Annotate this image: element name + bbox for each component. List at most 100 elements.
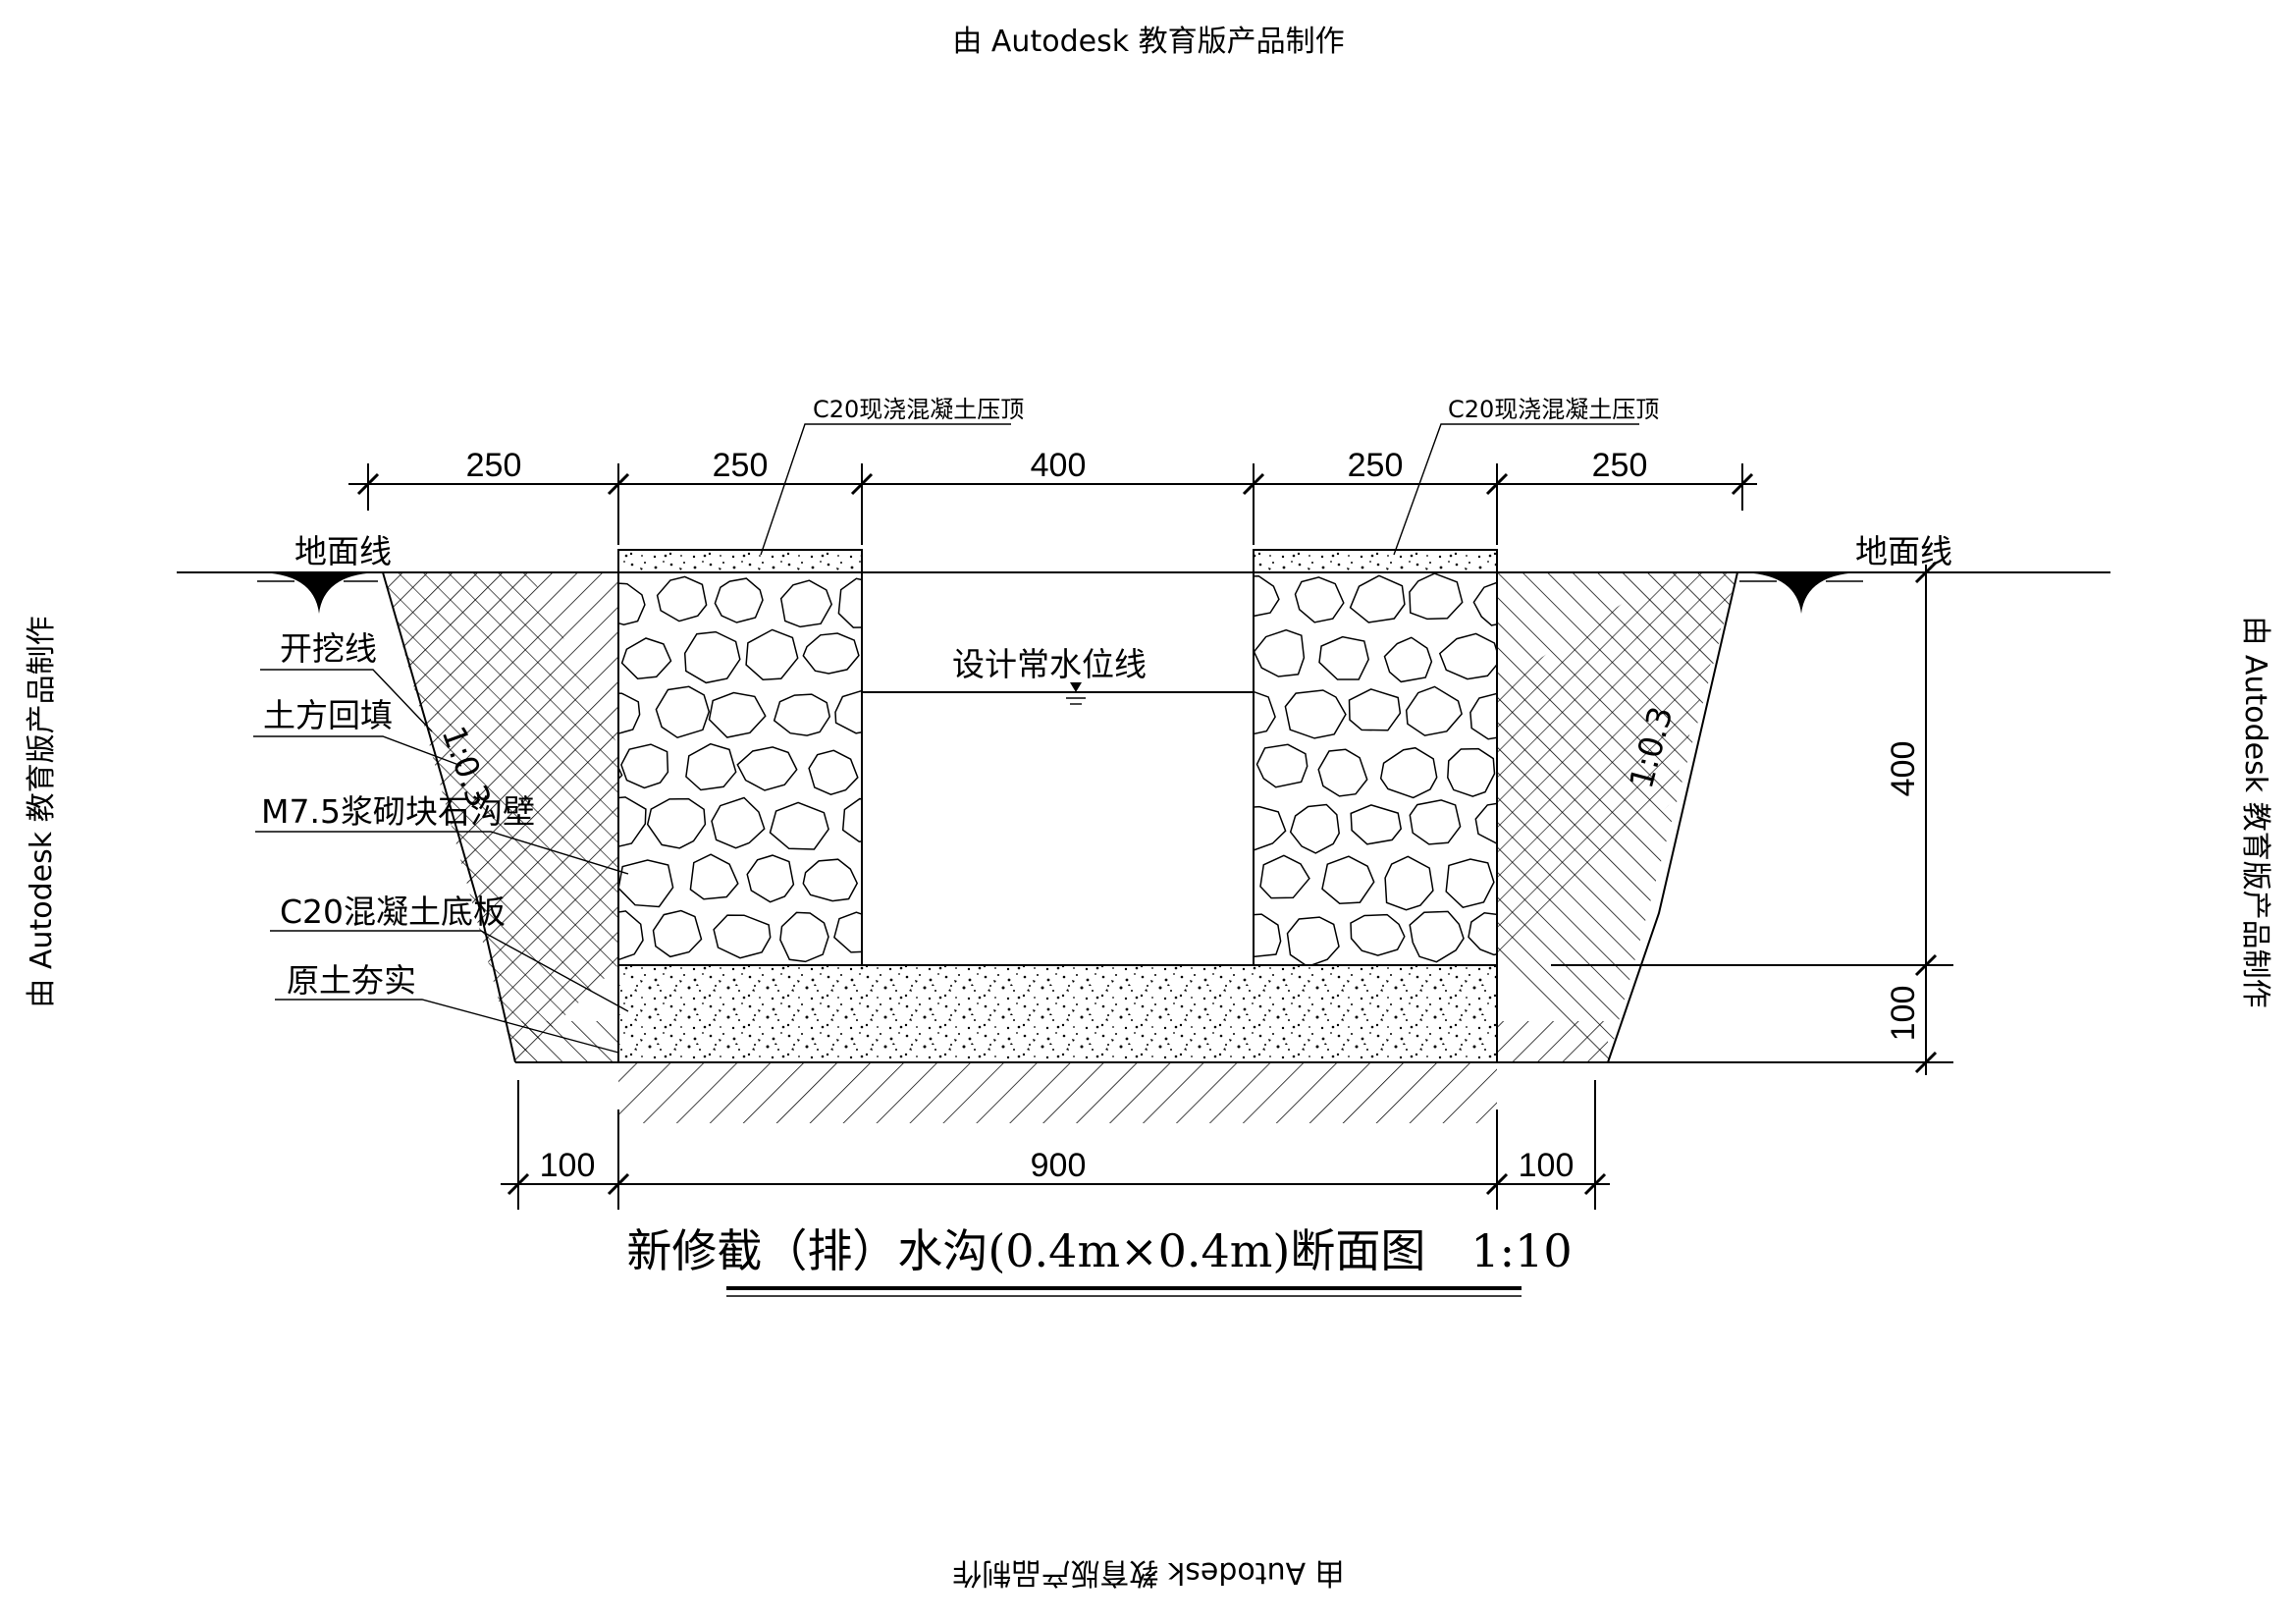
base-slab-leader [270,930,629,1012]
rubble-stone [618,692,641,734]
backfill-right [1497,571,1738,1063]
rubble-stone [1197,749,1244,793]
rubble-stone [618,796,647,847]
rubble-stone [1317,748,1368,797]
base-slab-label: C20混凝土底板 [280,893,506,931]
rubble-stone [1438,632,1497,680]
concrete-base-slab [617,964,1498,1063]
rubble-stone [1350,913,1406,956]
rubble-stone [1468,912,1497,956]
compaction-leader [275,999,619,1054]
cap-label-left: C20现浇混凝土压顶 [813,396,1024,423]
rubble-stone [1254,574,1280,618]
rubble-stone [1318,635,1369,680]
ground-symbol-left [255,572,383,614]
rubble-stone [1405,685,1463,736]
ground-line-label-left: 地面线 [294,532,392,570]
bottom-dimension [501,1080,1610,1210]
watermark-left: 由 Autodesk 教育版产品制作 [25,616,59,1007]
rubble-stone [779,911,829,963]
rubble-stone [834,689,862,734]
rubble-stone [1284,689,1347,739]
dim-top-1: 250 [466,447,522,484]
rubble-stone [802,632,860,675]
rubble-stone [1409,910,1465,963]
backfill-leader [253,735,462,767]
compacted-soil [618,1062,1497,1123]
rubble-stone [620,637,672,679]
rubble-stone [620,743,669,789]
rubble-stone [1447,747,1496,797]
backfill-left [382,571,618,1063]
rubble-stone [1259,854,1310,899]
rubble-stone [689,853,739,900]
cap-label-right: C20现浇混凝土压顶 [1448,396,1659,423]
excavation-leader [260,669,433,732]
masonry-wall-left [617,549,863,966]
rubble-stone [1254,913,1282,958]
rubble-stone [1350,804,1403,845]
dim-top-2: 250 [713,447,769,484]
rubble-stone [685,742,737,791]
rubble-stone [711,796,766,849]
dim-top-4: 250 [1348,447,1404,484]
masonry-wall-right [1197,549,1498,966]
rubble-stone [1286,916,1340,965]
rubble-stone [1469,692,1497,740]
rubble-stone [1445,858,1495,909]
ground-symbol-right [1737,572,1865,614]
water-level-line [862,682,1254,705]
wall-label: M7.5浆砌块石沟壁 [261,792,535,831]
rubble-stone [773,693,830,736]
top-dimension [348,463,1757,545]
watermark-top: 由 Autodesk 教育版产品制作 [952,25,1344,59]
water-level-label: 设计常水位线 [952,645,1147,683]
rubble-stone [1383,636,1433,683]
rubble-stone [808,749,859,795]
watermark-bottom: 由 Autodesk 教育版产品制作 [952,1555,1344,1590]
rubble-stone [1255,743,1308,788]
rubble-stone [746,854,795,903]
dim-bottom-1: 100 [540,1147,596,1184]
rubble-stone [1384,855,1434,911]
rubble-stone [745,628,799,680]
rubble-stone [655,685,711,739]
rubble-stone [652,909,703,958]
cap-leader-right [1393,423,1639,556]
rubble-stone [1474,802,1497,844]
dim-top-5: 250 [1592,447,1648,484]
dim-right-400: 400 [1885,741,1922,797]
rubble-stone [1472,581,1497,626]
rubble-stone [1409,799,1462,845]
rubble-stone [802,858,859,902]
rubble-stone [736,746,798,791]
rubble-stone [1289,803,1340,854]
backfill-label: 土方回填 [263,696,393,734]
rubble-stone [833,911,862,953]
rubble-stone [1349,574,1406,623]
rubble-stone [837,577,862,628]
rubble-stone [618,859,674,908]
ground-line-label-right: 地面线 [1855,532,1952,570]
rubble-stone [1321,855,1375,904]
rubble-stone [1294,576,1345,623]
rubble-stone [769,801,829,850]
rubble-stone [618,582,646,625]
rubble-stone [714,577,764,623]
rubble-stone [1201,634,1248,680]
dim-top-3: 400 [1031,447,1087,484]
rubble-stone [1348,688,1402,731]
rubble-stone [1409,572,1464,621]
rubble-stone [1379,746,1438,799]
rubble-stone [708,691,767,738]
wall-leader [255,831,629,875]
watermark-right: 由 Autodesk 教育版产品制作 [2238,616,2272,1007]
dim-bottom-3: 100 [1519,1147,1575,1184]
dim-bottom-2: 900 [1031,1147,1087,1184]
rubble-stone [841,797,862,842]
cap-leader-left [760,423,1011,556]
rubble-stone [1199,860,1246,909]
rubble-stone [779,579,833,628]
drawing-title: 新修截（排）水沟(0.4m×0.4m)断面图 1:10 [626,1224,1572,1277]
